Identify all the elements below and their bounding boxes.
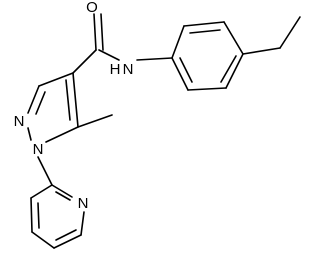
bond-py-double-3	[55, 191, 71, 201]
bond-py-1	[30, 184, 53, 199]
bond-methyl	[77, 114, 113, 128]
bond-ph-6	[171, 57, 189, 91]
bond-py-3	[31, 231, 55, 249]
structure-canvas: O N H N N N	[14, 0, 301, 249]
bond-n1-c5	[45, 126, 79, 143]
bond-c5-c4-double	[65, 79, 71, 121]
atom-pyridine-nitrogen: N	[78, 195, 89, 212]
phenyl-ring	[171, 21, 244, 91]
bond-py-double-2	[55, 229, 77, 241]
atom-amide-nitrogen: N	[123, 61, 134, 78]
bond-n1-pyridine	[37, 156, 53, 186]
bond-c5-c4	[72, 72, 79, 128]
bond-c4-carbonyl	[72, 49, 97, 74]
pyrazole-ring	[27, 72, 79, 143]
bond-ph-double-3	[179, 57, 193, 83]
bond-py-6	[51, 184, 73, 198]
bond-py-5	[80, 211, 85, 236]
bond-ph-2	[183, 21, 225, 27]
bond-py-2	[30, 197, 33, 233]
bond-ph-5	[187, 87, 227, 91]
bond-ph-double-1	[189, 29, 221, 34]
pyridine-ring	[30, 184, 85, 249]
bond-ethyl-2	[279, 16, 301, 49]
atom-amide-hydrogen: H	[110, 61, 121, 78]
bond-ph-1	[171, 25, 185, 59]
atom-carbonyl-oxygen: O	[86, 0, 98, 16]
bond-ph-double-2	[220, 55, 237, 83]
bond-py-double-1	[37, 202, 40, 229]
bond-carbonyl-o	[93, 13, 97, 51]
bond-c3-c4	[38, 72, 74, 87]
atom-pyrazole-n1: N	[33, 141, 44, 158]
bond-ph-3	[223, 21, 244, 55]
bond-n2-n1	[27, 127, 32, 141]
bond-ph-4	[225, 53, 244, 89]
bond-c3-n2-double	[35, 91, 46, 115]
atom-pyrazole-n2: N	[14, 113, 25, 130]
bond-n-phenyl	[136, 57, 173, 61]
amide-group	[72, 13, 173, 74]
molecule-diagram: O N H N N N	[14, 0, 301, 249]
bond-ethyl-1	[242, 47, 281, 55]
bond-carbonyl-n	[98, 49, 120, 61]
bond-c3-n2	[27, 85, 40, 114]
bond-carbonyl-o-double	[100, 13, 104, 51]
bond-py-4	[53, 234, 82, 249]
